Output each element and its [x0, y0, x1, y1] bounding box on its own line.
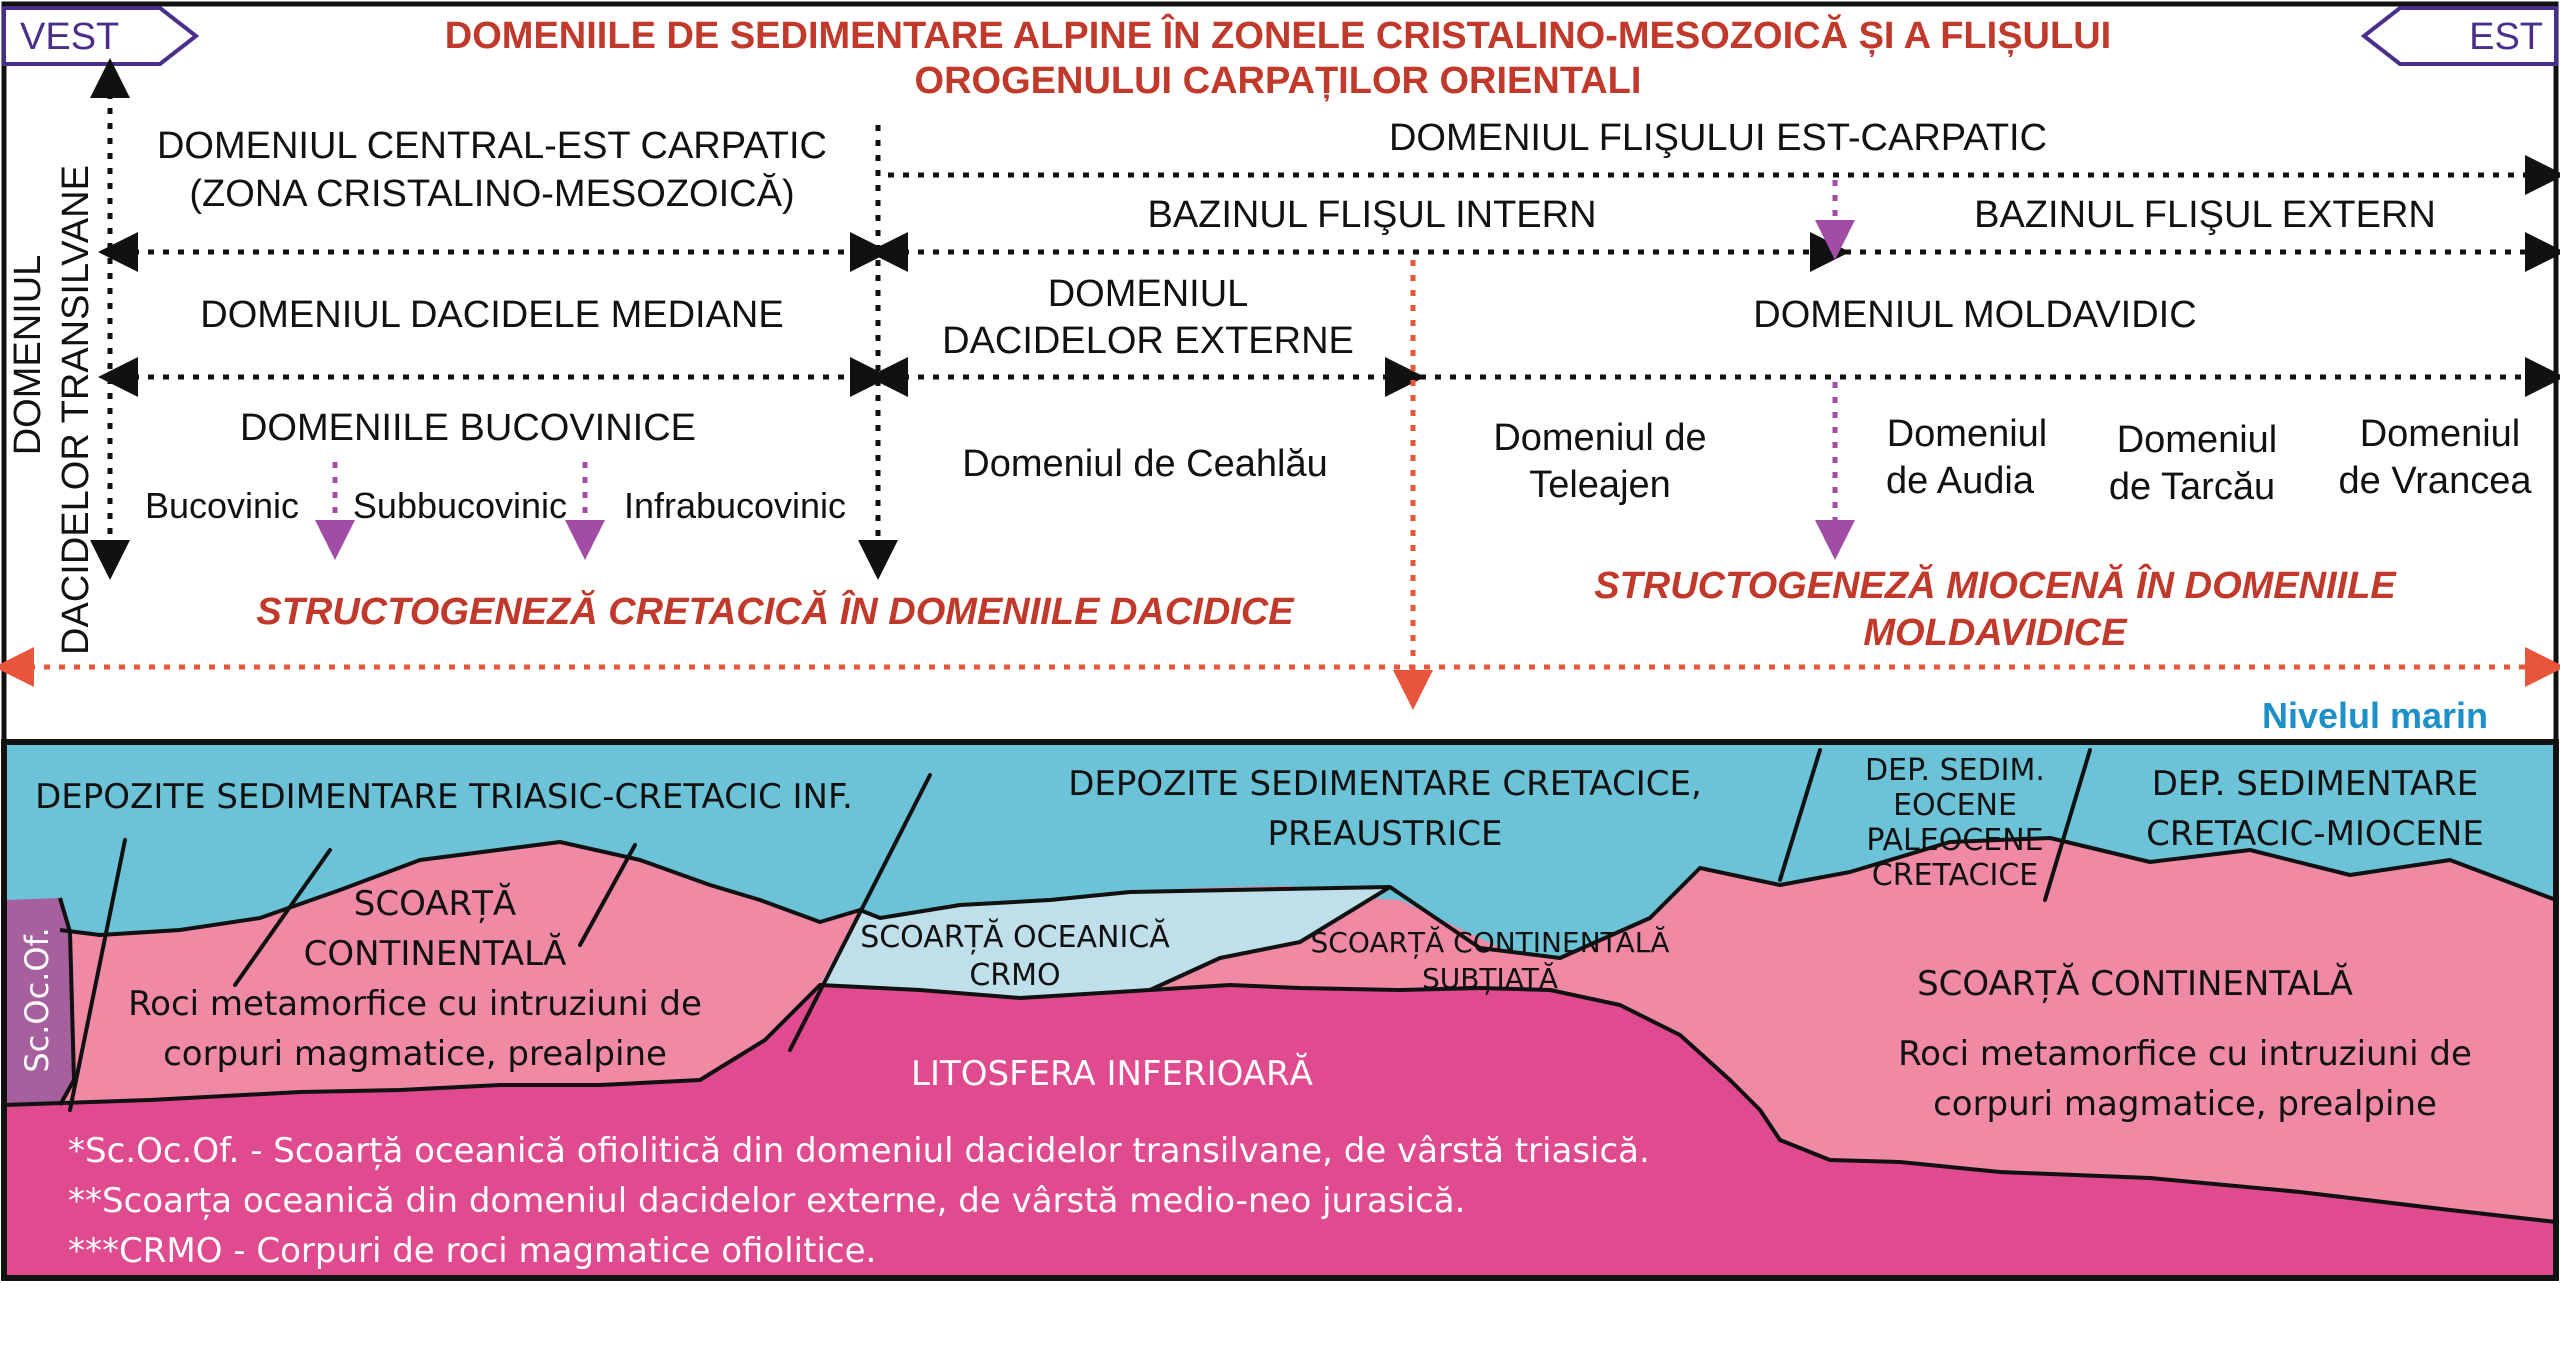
- transylvanian-dacides-label: DOMENIUL DACIDELOR TRANSILVANE: [7, 165, 97, 655]
- miocene-structogenesis-label-1: STRUCTOGENEZĂ MIOCENĂ ÎN DOMENIILE: [1594, 563, 2397, 607]
- bucovinic-label: Bucovinic: [145, 485, 299, 526]
- lithosphere-label: LITOSFERA INFERIOARĂ: [911, 1053, 1313, 1094]
- footnotes: *Sc.Oc.Of. - Scoarță oceanică ofiolitică…: [68, 1131, 1650, 1271]
- west-crust-label-1: SCOARȚĂ: [354, 883, 516, 924]
- section-contours: [3, 836, 2557, 1224]
- fault-line: [68, 838, 127, 1112]
- oceanic-crust-crmo: [820, 887, 1390, 998]
- structogenesis-labels: STRUCTOGENEZĂ CRETACICĂ ÎN DOMENIILE DAC…: [256, 563, 2397, 654]
- moldavidic-label: DOMENIUL MOLDAVIDIC: [1753, 294, 2196, 336]
- title-line-1: DOMENIILE DE SEDIMENTARE ALPINE ÎN ZONEL…: [445, 13, 2111, 57]
- central-east-label-1: DOMENIUL CENTRAL-EST CARPATIC: [157, 125, 827, 167]
- flysch-domain-label: DOMENIUL FLIŞULUI EST-CARPATIC: [1389, 117, 2047, 159]
- east-label: EST: [2469, 16, 2543, 58]
- footnote-3: ***CRMO - Corpuri de roci magmatice ofio…: [68, 1231, 876, 1271]
- outer-dacides-label-2: DACIDELOR EXTERNE: [942, 320, 1354, 362]
- audia-label-1: Domeniul: [1887, 413, 2048, 455]
- oceanic-crust-label-1: SCOARȚĂ OCEANICĂ: [860, 918, 1170, 955]
- miocene-structogenesis-label-2: MOLDAVIDICE: [1863, 612, 2128, 654]
- east-crust-base-line: [1149, 983, 2557, 1224]
- eastern-continental-crust: [1170, 838, 2556, 1222]
- cretaceous-deposits-label-2: PREAUSTRICE: [1268, 814, 1503, 854]
- ophiolite-body: [4, 898, 74, 1105]
- cretaceous-deposits-label-1: DEPOZITE SEDIMENTARE CRETACICE,: [1068, 764, 1702, 804]
- west-meta-label-1: Roci metamorfice cu intruziuni de: [128, 984, 702, 1024]
- oceanic-crust-top-line: [1149, 885, 1392, 992]
- fault-line: [2043, 748, 2092, 902]
- inner-flysch-label: BAZINUL FLIŞUL INTERN: [1147, 194, 1596, 236]
- eocene-deposits-label-2: EOCENE: [1893, 788, 2017, 823]
- sea-bottom-line: [59, 836, 2557, 960]
- eocene-deposits-label-3: PALEOCENE: [1866, 823, 2043, 858]
- fault-line: [1778, 748, 1822, 882]
- teleajen-label-2: Teleajen: [1529, 464, 1671, 506]
- footnote-2: **Scoarța oceanică din domeniul dacidelo…: [68, 1181, 1465, 1221]
- outer-flysch-label: BAZINUL FLIŞUL EXTERN: [1974, 194, 2436, 236]
- vrancea-label-2: de Vrancea: [2339, 460, 2533, 502]
- audia-label-2: de Audia: [1886, 460, 2035, 502]
- footnote-1: *Sc.Oc.Of. - Scoarță oceanică ofiolitică…: [68, 1131, 1650, 1171]
- subbucovinic-label: Subbucovinic: [353, 485, 567, 526]
- subdivision-arrows: [315, 180, 1855, 560]
- title-block: DOMENIILE DE SEDIMENTARE ALPINE ÎN ZONEL…: [445, 13, 2111, 102]
- bucovinian-label: DOMENIILE BUCOVINICE: [240, 407, 696, 449]
- geological-section: Nivelul marin DEPOZITE SEDIMENTARE TRIAS…: [1, 695, 2559, 1281]
- fault-lines: [68, 748, 2092, 1112]
- title-line-2: OROGENULUI CARPAȚILOR ORIENTALI: [915, 60, 1642, 102]
- teleajen-label-1: Domeniul de: [1493, 417, 1706, 459]
- sea-level-label: Nivelul marin: [2262, 695, 2488, 736]
- side-label-line-2: DACIDELOR TRANSILVANE: [55, 165, 97, 655]
- fault-line: [233, 848, 332, 987]
- structogenesis-arrows: [0, 260, 2560, 710]
- outer-dacides-label-1: DOMENIUL: [1048, 273, 1249, 315]
- vrancea-label-1: Domeniul: [2360, 413, 2521, 455]
- tarcau-label-2: de Tarcău: [2109, 466, 2275, 508]
- west-label: VEST: [20, 16, 119, 58]
- domain-labels: DOMENIUL CENTRAL-EST CARPATIC (ZONA CRIS…: [145, 117, 2532, 526]
- west-arrow-shape: [2, 6, 200, 66]
- oceanic-crust-label-2: CRMO: [969, 958, 1060, 993]
- miocene-deposits-label-1: DEP. SEDIMENTARE: [2152, 764, 2479, 804]
- west-crust-base-line: [3, 983, 1151, 1107]
- fault-line: [788, 773, 932, 1052]
- infrabucovinic-label: Infrabucovinic: [624, 485, 846, 526]
- east-meta-label-2: corpuri magmatice, prealpine: [1933, 1084, 2437, 1124]
- eocene-deposits-label-4: CRETACICE: [1872, 858, 2038, 893]
- east-meta-label-1: Roci metamorfice cu intruziuni de: [1898, 1034, 2472, 1074]
- east-arrow-shape: [2360, 6, 2558, 66]
- eocene-deposits-label-1: DEP. SEDIM.: [1865, 753, 2045, 788]
- west-crust-label-2: CONTINENTALĂ: [304, 933, 567, 974]
- boundary-arrows: [90, 57, 2560, 580]
- thin-crust-label-2: SUBȚIATĂ: [1422, 961, 1558, 995]
- sea-layer: [4, 742, 2556, 958]
- tarcau-label-1: Domeniul: [2117, 419, 2278, 461]
- ceahlau-label: Domeniul de Ceahlău: [962, 443, 1327, 485]
- section-labels: Nivelul marin DEPOZITE SEDIMENTARE TRIAS…: [18, 695, 2488, 1124]
- ophiolite-outline: [58, 897, 76, 1106]
- thin-crust-label-1: SCOARȚĂ CONTINENTALĂ: [1311, 925, 1670, 959]
- cretaceous-structogenesis-label: STRUCTOGENEZĂ CRETACICĂ ÎN DOMENIILE DAC…: [256, 589, 1295, 633]
- side-label-line-1: DOMENIUL: [7, 255, 49, 456]
- east-compass: EST: [2360, 6, 2558, 66]
- fault-line: [578, 843, 637, 947]
- ophiolite-label: Sc.Oc.Of.: [18, 927, 56, 1072]
- west-compass: VEST: [2, 6, 200, 66]
- east-crust-label: SCOARȚĂ CONTINENTALĂ: [1917, 963, 2353, 1004]
- central-east-label-2: (ZONA CRISTALINO-MESOZOICĂ): [189, 172, 794, 215]
- miocene-deposits-label-2: CRETACIC-MIOCENE: [2146, 814, 2484, 854]
- triassic-deposits-label: DEPOZITE SEDIMENTARE TRIASIC-CRETACIC IN…: [35, 777, 853, 817]
- median-dacides-label: DOMENIUL DACIDELE MEDIANE: [200, 294, 783, 336]
- west-meta-label-2: corpuri magmatice, prealpine: [163, 1034, 667, 1074]
- western-continental-crust: [4, 842, 860, 1105]
